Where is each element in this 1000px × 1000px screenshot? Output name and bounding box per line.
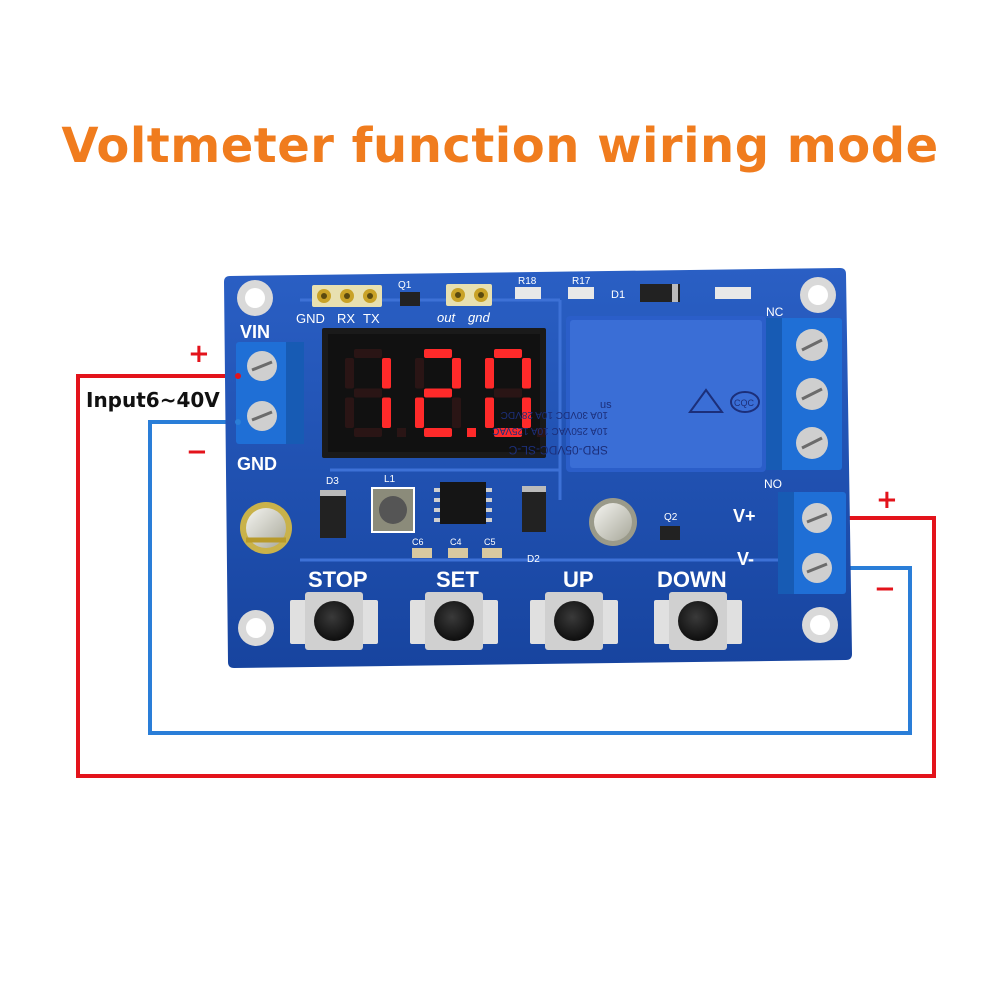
label-c6: C6 — [412, 537, 424, 547]
positive-wire — [76, 374, 936, 778]
digit-0-segment-e — [345, 397, 354, 428]
label-r18: R18 — [518, 276, 537, 287]
label-nc: NC — [766, 305, 784, 319]
capacitor-left — [240, 502, 292, 554]
serial-header — [312, 285, 382, 307]
input-minus-sign: − — [186, 437, 208, 467]
digit-2-decimal-point — [537, 428, 546, 437]
c4-capacitor — [448, 548, 468, 558]
label-gnd-pin: GND — [296, 311, 325, 326]
d2-diode — [522, 486, 546, 532]
input-voltage-label: Input6~40V — [86, 388, 220, 412]
input-plus-sign: + — [188, 339, 210, 369]
digit-1-segment-d — [424, 428, 452, 437]
label-gnd2-pin: gnd — [468, 310, 490, 325]
output-header — [446, 284, 492, 306]
label-up: UP — [563, 567, 594, 592]
set-button[interactable] — [410, 592, 498, 650]
label-vplus: V+ — [733, 506, 756, 526]
digit-1-segment-f — [415, 358, 424, 389]
label-stop: STOP — [308, 567, 368, 592]
relay-model: SRD-05VDC-SL-C — [508, 443, 608, 457]
relay-cert-icon — [730, 391, 760, 413]
label-out-pin: out — [437, 310, 456, 325]
digit-2-segment-e — [485, 397, 494, 428]
digit-1-segment-g — [424, 388, 452, 398]
relay-rating-ac: 10A 250VAC 10A 125VAC — [492, 425, 608, 436]
digit-2-segment-a — [494, 349, 522, 358]
digit-2-segment-f — [485, 358, 494, 389]
digit-2-segment-b — [522, 358, 531, 389]
mounting-holes — [237, 277, 838, 646]
seven-segment-display — [322, 328, 546, 458]
down-button[interactable] — [654, 592, 742, 650]
negative-wire — [148, 420, 912, 735]
digit-1-segment-c — [452, 397, 461, 428]
r18-resistor — [515, 287, 541, 299]
microcontroller-chip — [440, 482, 486, 524]
digit-2-segment-g — [494, 388, 522, 398]
label-q2: Q2 — [664, 512, 678, 523]
relay-mark-us: us — [600, 399, 612, 411]
d1-diode — [640, 284, 680, 302]
label-tx-pin: TX — [363, 311, 380, 326]
c6-capacitor — [412, 548, 432, 558]
r17-resistor — [568, 287, 594, 299]
output-plus-sign: + — [876, 485, 898, 515]
up-button[interactable] — [530, 592, 618, 650]
label-c5: C5 — [484, 537, 496, 547]
label-rx-pin: RX — [337, 311, 355, 326]
label-r17: R17 — [572, 276, 591, 287]
smd-led — [715, 287, 751, 299]
label-d2: D2 — [527, 554, 540, 565]
digit-0-segment-a — [354, 349, 382, 358]
label-vin: VIN — [240, 322, 270, 342]
d3-diode — [320, 490, 346, 538]
digit-0-segment-d — [354, 428, 382, 437]
relay-mark-cqc: CQC — [734, 398, 755, 408]
stop-button[interactable] — [290, 592, 378, 650]
output-terminal-block — [778, 492, 846, 594]
digit-0-segment-f — [345, 358, 354, 389]
label-set: SET — [436, 567, 479, 592]
digit-0-decimal-point — [397, 428, 406, 437]
digit-2-segment-c — [522, 397, 531, 428]
pcb-traces — [300, 298, 800, 562]
label-no: NO — [764, 477, 782, 491]
label-down: DOWN — [657, 567, 727, 592]
vin-terminal-block — [236, 342, 304, 444]
label-d1: D1 — [611, 289, 625, 301]
digit-1-segment-a — [424, 349, 452, 358]
label-gnd: GND — [237, 454, 277, 474]
page-title: Voltmeter function wiring mode — [61, 118, 939, 174]
digit-0-segment-g — [354, 388, 382, 398]
digit-0-segment-b — [382, 358, 391, 389]
digit-1-segment-b — [452, 358, 461, 389]
relay-terminal-block — [766, 318, 842, 470]
q2-transistor — [660, 526, 680, 540]
c5-capacitor — [482, 548, 502, 558]
digit-2-segment-d — [494, 428, 522, 437]
capacitor-right — [589, 498, 637, 546]
relay-rating-dc: 10A 30VDC 10A 28VDC — [501, 409, 608, 420]
relay-warning-icon — [688, 388, 724, 413]
digit-1-decimal-point — [467, 428, 476, 437]
relay: SRD-05VDC-SL-C 10A 250VAC 10A 125VAC 10A… — [492, 316, 766, 472]
digit-1-segment-e — [415, 397, 424, 428]
label-l1: L1 — [384, 474, 396, 485]
label-vminus: V- — [737, 549, 754, 569]
q1-transistor — [400, 292, 420, 306]
output-minus-sign: − — [874, 574, 896, 604]
label-c4: C4 — [450, 537, 462, 547]
digit-0-segment-c — [382, 397, 391, 428]
label-d3: D3 — [326, 476, 339, 487]
label-q1: Q1 — [398, 280, 412, 291]
